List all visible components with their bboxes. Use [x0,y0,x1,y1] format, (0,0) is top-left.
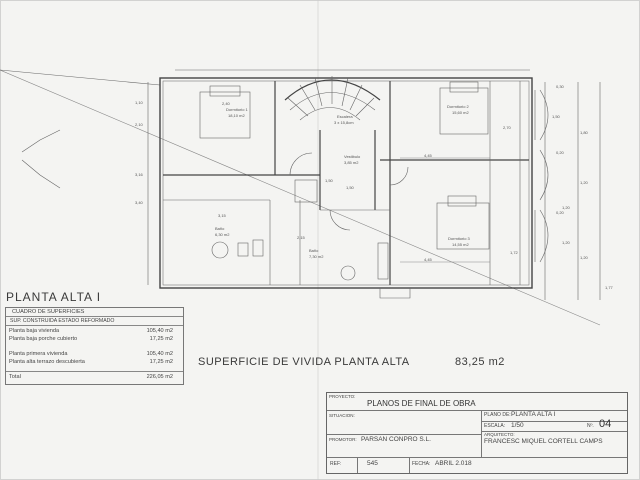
room-area-dormitorio-1: 18,10 m2 [228,113,245,118]
surfaces-row: Planta alta terrazo descubierta 17,25 m2 [9,359,179,365]
dimension-label: 1,20 [562,205,570,210]
scale-value: 1/50 [511,422,524,429]
room-name-vestibulo: Vestibulo [344,154,361,159]
surfaces-row: Planta primera vivienda 105,40 m2 [9,351,179,357]
project-value: PLANOS DE FINAL DE OBRA [367,399,476,408]
room-area-dormitorio-3: 14,55 m2 [452,242,469,247]
ref-label: REF: [330,461,342,467]
room-name-dormitorio-2: Dormitorio 2 [447,104,469,109]
dimension-label: 1,50 [552,114,560,119]
number-value: 04 [599,418,612,430]
floor-title: PLANTA ALTA I [6,290,102,304]
surfaces-row-value: 105,40 m2 [146,351,173,357]
room-area-escalera: 3 x 15,8cm [334,120,354,125]
surfaces-row-label: Planta primera vivienda [9,351,68,357]
dimension-label: 1,80 [580,130,588,135]
surface-caption: SUPERFICIE DE VIVIDA PLANTA ALTA [198,356,410,368]
situation-label: SITUACION: [329,413,355,418]
dimension-label: 3,16 [135,172,143,177]
dimension-label: 0,30 [556,84,564,89]
date-label: FECHA: [412,461,431,467]
dimension-label: 3,15 [218,213,226,218]
dimension-label: 2,40 [222,101,230,106]
surfaces-row: Planta baja porche cubierto 17,25 m2 [9,336,179,342]
scale-label: ESCALA: [484,423,506,429]
dimension-label: 1,20 [562,240,570,245]
surfaces-row-label: Planta baja vivienda [9,328,60,334]
surfaces-row-label: Total [9,374,21,380]
room-name-dormitorio-3: Dormitorio 3 [448,236,470,241]
room-name-dormitorio-1: Dormitorio 1 [226,107,248,112]
project-label: PROYECTO: [329,394,356,399]
dimension-label: 4,45 [424,257,432,262]
room-area-bano-2: 7,30 m2 [309,254,324,259]
room-name-bano-1: Baño [215,226,225,231]
dimension-label: 1,72 [510,250,518,255]
dimension-label: 0,20 [556,210,564,215]
dimension-label: 1,77 [605,285,613,290]
room-area-vestibulo: 3,85 m2 [344,160,359,165]
room-area-bano-1: 6,30 m2 [215,232,230,237]
surfaces-row-label: Planta baja porche cubierto [9,336,78,342]
dimension-label: 1,20 [580,180,588,185]
dimension-label: 1,50 [325,178,333,183]
surfaces-table-subtitle: SUP. CONSTRUIDA ESTADO REFORMADO [10,318,115,324]
architect-value: FRANCESC MIQUEL CORTELL CAMPS [484,438,603,445]
dimension-label: 2,10 [135,122,143,127]
room-name-bano-2: Baño [309,248,319,253]
dimension-label: 4,45 [424,153,432,158]
dimension-label: 2,15 [297,235,305,240]
surfaces-row-value: 17,25 m2 [149,359,173,365]
surfaces-table: CUADRO DE SUPERFICIES SUP. CONSTRUIDA ES… [5,307,184,385]
plan-value: PLANTA ALTA I [511,411,556,418]
number-label: Nº. [587,423,594,429]
architect-label: ARQUITECTO: [484,432,515,437]
dimension-label: 2,70 [503,125,511,130]
dimension-label: 1,20 [580,255,588,260]
title-block: PROYECTO: PLANOS DE FINAL DE OBRA SITUAC… [326,392,628,474]
room-area-dormitorio-2: 15,60 m2 [452,110,469,115]
dimension-label: 0,20 [556,150,564,155]
room-name-escalera: Escalera [337,114,353,119]
dimension-label: 1,10 [135,100,143,105]
promoter-value: PARSAN CONPRO S.L. [361,436,431,443]
ref-value: 545 [367,460,378,467]
plan-label: PLANO DE: [484,412,511,418]
surfaces-table-title: CUADRO DE SUPERFICIES [12,309,85,315]
dimension-label: 3,40 [135,200,143,205]
dimension-label: 1,50 [346,185,354,190]
surface-value: 83,25 m2 [455,356,505,368]
surfaces-row-value: 105,40 m2 [146,328,173,334]
surfaces-row-value: 226,05 m2 [146,374,173,380]
surfaces-row: Planta baja vivienda 105,40 m2 [9,328,179,334]
surfaces-row-label: Planta alta terrazo descubierta [9,359,85,365]
promoter-label: PROMOTOR: [329,437,357,442]
surfaces-row-value: 17,25 m2 [149,336,173,342]
surfaces-total-row: Total 226,05 m2 [9,374,179,380]
date-value: ABRIL 2.018 [435,460,472,467]
